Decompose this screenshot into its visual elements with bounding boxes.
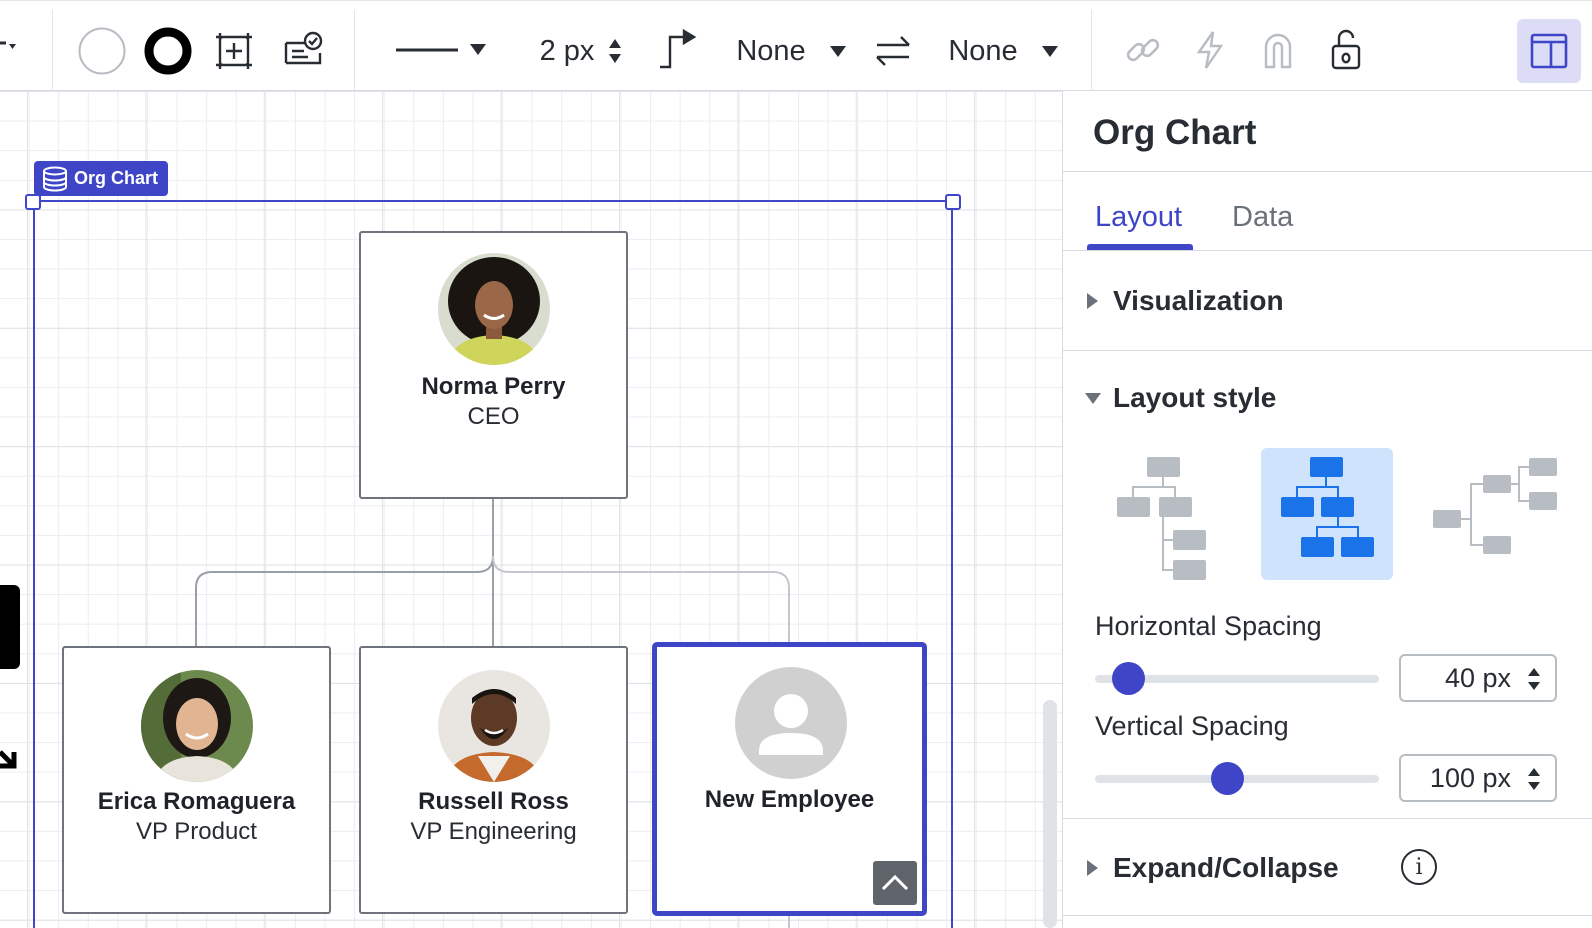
org-card-ceo[interactable]: Norma Perry CEO bbox=[359, 231, 628, 499]
vertical-spacing-input[interactable]: 100 px bbox=[1399, 754, 1557, 802]
org-card-vp-product[interactable]: Erica Romaguera VP Product bbox=[62, 646, 331, 914]
left-shape-fragment[interactable] bbox=[0, 585, 20, 669]
chevron-down-icon bbox=[829, 45, 846, 57]
magnet-icon[interactable] bbox=[1260, 29, 1296, 71]
end-arrow-dropdown[interactable]: None bbox=[942, 31, 1064, 71]
section-visualization[interactable]: Visualization bbox=[1087, 285, 1284, 317]
org-chart-selection-box[interactable] bbox=[33, 200, 953, 928]
avatar bbox=[141, 670, 253, 782]
section-layout-style[interactable]: Layout style bbox=[1085, 382, 1277, 414]
checklist-icon[interactable] bbox=[282, 29, 324, 71]
vertical-spacing-slider[interactable] bbox=[1095, 762, 1379, 795]
user-placeholder-icon bbox=[735, 667, 847, 779]
properties-panel: Org Chart Layout Data Visualization Layo… bbox=[1062, 91, 1592, 928]
collapse-button[interactable] bbox=[873, 861, 917, 905]
tab-data[interactable]: Data bbox=[1232, 201, 1294, 233]
stepper-arrows-icon[interactable] bbox=[1527, 665, 1541, 693]
org-chart-tag[interactable]: Org Chart bbox=[34, 161, 169, 196]
layout-style-tree[interactable] bbox=[1261, 448, 1393, 580]
end-arrow-value: None bbox=[948, 34, 1018, 67]
org-connectors bbox=[195, 498, 790, 928]
panel-toggle-button[interactable] bbox=[1517, 19, 1581, 83]
avatar bbox=[438, 670, 550, 782]
vertical-spacing-value: 100 px bbox=[1429, 762, 1511, 793]
chevron-down-icon bbox=[1041, 45, 1058, 57]
previous-tool-dropdown[interactable] bbox=[0, 37, 22, 57]
section-expand-collapse-label: Expand/Collapse bbox=[1113, 852, 1339, 883]
avatar bbox=[438, 253, 550, 365]
arrow-fragment-icon bbox=[0, 744, 20, 779]
person-name: Erica Romaguera bbox=[97, 788, 296, 815]
section-visualization-label: Visualization bbox=[1113, 285, 1284, 316]
person-title: VP Engineering bbox=[410, 818, 577, 845]
resize-handle[interactable] bbox=[25, 194, 41, 210]
swap-arrows-icon[interactable] bbox=[872, 31, 914, 71]
stroke-width-value: 2 px bbox=[539, 34, 595, 67]
section-expand-collapse[interactable]: Expand/Collapse bbox=[1087, 852, 1339, 884]
active-tab-indicator bbox=[1087, 244, 1193, 250]
line-color-button[interactable] bbox=[144, 27, 192, 75]
line-style-dropdown[interactable] bbox=[396, 37, 491, 63]
person-name: Norma Perry bbox=[421, 373, 566, 400]
layout-style-compact[interactable] bbox=[1111, 448, 1243, 580]
start-arrow-value: None bbox=[736, 34, 806, 67]
vertical-spacing-label: Vertical Spacing bbox=[1095, 711, 1289, 741]
compact-layout-icon bbox=[1117, 457, 1206, 580]
link-icon[interactable] bbox=[1124, 31, 1162, 69]
info-icon[interactable]: i bbox=[1401, 849, 1437, 885]
person-name: Russell Ross bbox=[418, 788, 569, 815]
database-icon bbox=[43, 166, 67, 192]
chevron-down-icon bbox=[1085, 392, 1101, 404]
horizontal-spacing-input[interactable]: 40 px bbox=[1399, 654, 1557, 702]
container-icon[interactable] bbox=[214, 29, 254, 73]
canvas-scrollbar[interactable] bbox=[1043, 700, 1057, 928]
horizontal-spacing-slider[interactable] bbox=[1095, 662, 1379, 695]
person-name: New Employee bbox=[704, 786, 875, 813]
layout-style-horizontal[interactable] bbox=[1427, 448, 1559, 580]
horizontal-layout-icon bbox=[1433, 458, 1557, 554]
lock-icon[interactable] bbox=[1328, 27, 1364, 71]
fill-color-button[interactable] bbox=[78, 27, 126, 75]
panel-title: Org Chart bbox=[1093, 113, 1257, 152]
org-card-new-employee[interactable]: New Employee bbox=[652, 642, 927, 916]
lightning-icon[interactable] bbox=[1192, 29, 1228, 71]
chevron-right-icon bbox=[1087, 293, 1098, 309]
chevron-right-icon bbox=[1087, 860, 1098, 876]
horizontal-spacing-value: 40 px bbox=[1444, 662, 1511, 693]
tree-layout-icon bbox=[1281, 457, 1374, 557]
slider-thumb[interactable] bbox=[1210, 762, 1244, 795]
horizontal-spacing-label: Horizontal Spacing bbox=[1095, 611, 1322, 641]
toolbar: 2 px None None bbox=[0, 0, 1592, 91]
tab-layout[interactable]: Layout bbox=[1095, 201, 1183, 233]
sidebar-panel-icon bbox=[1530, 33, 1568, 69]
start-arrow-dropdown[interactable]: None bbox=[730, 31, 852, 71]
stroke-width-stepper[interactable]: 2 px bbox=[536, 31, 628, 71]
chevron-up-icon bbox=[881, 874, 909, 891]
org-card-vp-engineering[interactable]: Russell Ross VP Engineering bbox=[359, 646, 628, 914]
stepper-arrows-icon[interactable] bbox=[1527, 765, 1541, 793]
person-title: VP Product bbox=[136, 818, 257, 845]
person-title: CEO bbox=[467, 403, 520, 430]
slider-thumb[interactable] bbox=[1111, 662, 1145, 695]
resize-handle[interactable] bbox=[945, 194, 961, 210]
line-shape-icon[interactable] bbox=[658, 29, 700, 71]
section-layout-style-label: Layout style bbox=[1113, 382, 1277, 413]
org-chart-tag-label: Org Chart bbox=[74, 168, 159, 188]
